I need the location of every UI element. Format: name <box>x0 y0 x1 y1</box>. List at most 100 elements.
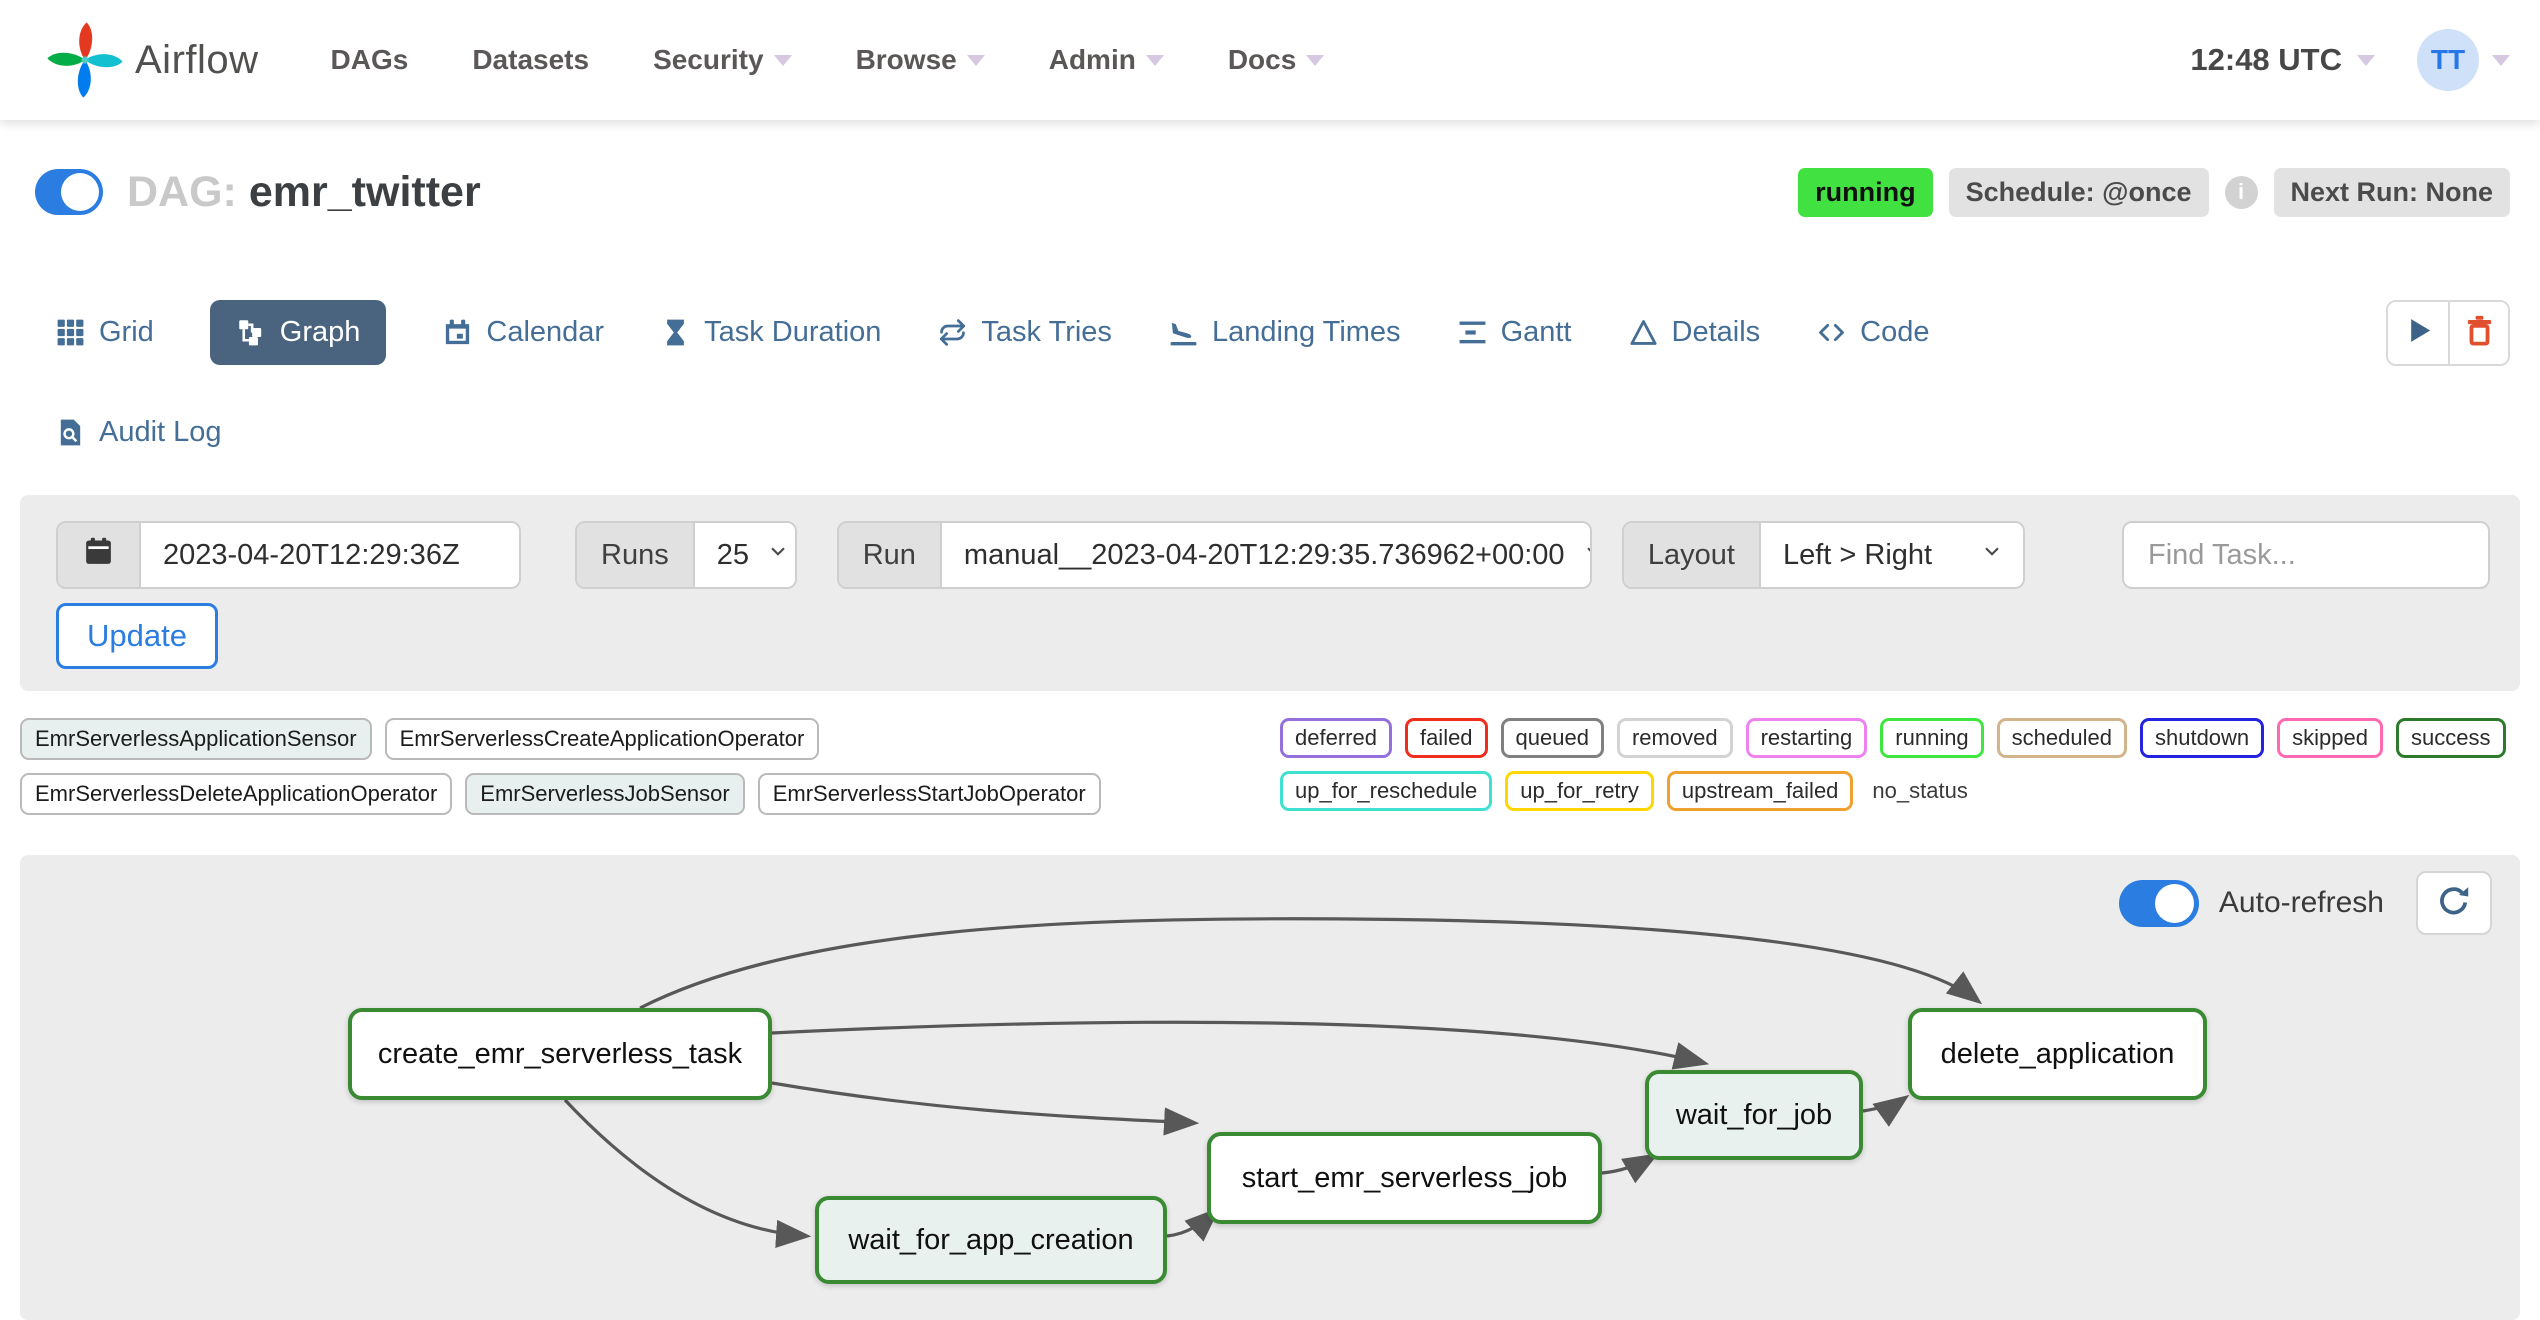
airflow-logo[interactable]: Airflow <box>45 20 259 100</box>
status-badge-up_for_retry[interactable]: up_for_retry <box>1505 771 1654 811</box>
grid-icon <box>55 317 86 348</box>
tab-graph[interactable]: Graph <box>209 300 387 365</box>
repeat-icon <box>937 317 968 348</box>
task-node-create_emr_serverless_task[interactable]: create_emr_serverless_task <box>348 1008 772 1100</box>
calendar-addon[interactable] <box>58 523 141 587</box>
dag-edges <box>563 917 1983 1248</box>
info-icon[interactable]: i <box>2224 175 2258 209</box>
dag-view-tabs-row2: Audit Log <box>55 400 222 465</box>
navbar-right: 12:48 UTC TT <box>2190 29 2510 91</box>
nav-item-label: Browse <box>855 44 957 75</box>
auto-refresh-label: Auto-refresh <box>2218 886 2384 919</box>
tab-label: Grid <box>99 316 154 348</box>
base-date-input[interactable] <box>141 523 519 587</box>
operator-badge[interactable]: EmrServerlessDeleteApplicationOperator <box>20 773 453 815</box>
audit-log-icon <box>55 417 86 448</box>
delete-dag-button[interactable] <box>2448 302 2508 364</box>
status-badge-skipped[interactable]: skipped <box>2277 718 2384 758</box>
tab-label: Gantt <box>1500 316 1572 348</box>
trash-icon <box>2462 313 2497 353</box>
dag-graph-panel: create_emr_serverless_task wait_for_app_c… <box>20 855 2520 1320</box>
tab-calendar[interactable]: Calendar <box>442 300 604 365</box>
edge-create_emr_serverless_task-to-wait_for_job <box>771 1020 1710 1070</box>
nav-item-security[interactable]: Security <box>653 44 792 76</box>
run-label: Run <box>838 523 942 587</box>
tab-landing-times[interactable]: Landing Times <box>1168 300 1401 365</box>
refresh-button[interactable] <box>2416 871 2492 935</box>
tab-gantt[interactable]: Gantt <box>1457 300 1572 365</box>
task-node-label: delete_application <box>1940 1037 2175 1070</box>
tab-label: Graph <box>279 316 361 348</box>
nav-item-label: Docs <box>1227 44 1297 75</box>
nav-item-dags[interactable]: DAGs <box>331 44 409 76</box>
nav-item-admin[interactable]: Admin <box>1049 44 1164 76</box>
dag-view-tabs: Grid Graph Calendar Task Duration Task Tries… <box>55 300 1929 365</box>
auto-refresh-toggle[interactable] <box>2118 879 2199 927</box>
status-label-no-status: no_status <box>1872 778 1968 803</box>
nav-item-label: Security <box>653 44 764 75</box>
run-select[interactable]: manual__2023-04-20T12:29:35.736962+00:00 <box>941 523 1590 587</box>
tab-code[interactable]: Code <box>1816 300 1929 365</box>
tab-grid[interactable]: Grid <box>55 300 154 365</box>
task-node-wait_for_job[interactable]: wait_for_job <box>1645 1070 1863 1160</box>
tab-task-duration[interactable]: Task Duration <box>660 300 881 365</box>
nav-item-docs[interactable]: Docs <box>1227 44 1325 76</box>
runs-select[interactable]: 25 <box>694 523 795 587</box>
task-node-start_emr_serverless_job[interactable]: start_emr_serverless_job <box>1207 1132 1602 1224</box>
caret-down-icon <box>773 54 792 66</box>
status-badge-failed[interactable]: failed <box>1404 718 1488 758</box>
trigger-dag-button[interactable] <box>2388 302 2448 364</box>
operator-badge[interactable]: EmrServerlessJobSensor <box>465 773 745 815</box>
main-nav: DAGs Datasets Security Browse Admin Docs <box>331 44 1325 76</box>
avatar: TT <box>2417 29 2479 91</box>
status-badge-running[interactable]: running <box>1880 718 1984 758</box>
status-badge-removed[interactable]: removed <box>1616 718 1733 758</box>
filter-row: Runs 25 Run manual__2023-04-20T12:29:35.… <box>56 521 2490 589</box>
operator-badge[interactable]: EmrServerlessApplicationSensor <box>20 718 372 760</box>
status-badge-success[interactable]: success <box>2396 718 2506 758</box>
update-button[interactable]: Update <box>56 603 218 669</box>
caret-down-icon <box>2492 54 2510 66</box>
status-badge-restarting[interactable]: restarting <box>1745 718 1868 758</box>
task-node-label: create_emr_serverless_task <box>377 1037 743 1070</box>
caret-down-icon <box>1306 54 1325 66</box>
graph-filter-panel: Runs 25 Run manual__2023-04-20T12:29:35.… <box>20 495 2520 691</box>
chevron-down-icon <box>1581 538 1590 572</box>
status-badge-upstream_failed[interactable]: upstream_failed <box>1666 771 1854 811</box>
runs-value: 25 <box>716 538 749 571</box>
operator-badge[interactable]: EmrServerlessCreateApplicationOperator <box>384 718 820 760</box>
find-task-input[interactable] <box>2122 521 2490 589</box>
runs-label: Runs <box>577 523 695 587</box>
tab-details[interactable]: Details <box>1628 300 1760 365</box>
task-node-delete_application[interactable]: delete_application <box>1908 1008 2207 1100</box>
nav-item-label: Datasets <box>472 44 590 75</box>
user-menu[interactable]: TT <box>2417 29 2510 91</box>
tab-label: Task Duration <box>704 316 882 348</box>
calendar-icon <box>442 317 473 348</box>
edge-wait_for_job-to-delete_application <box>1862 1094 1910 1127</box>
status-badge-deferred[interactable]: deferred <box>1280 718 1392 758</box>
status-badge-queued[interactable]: queued <box>1500 718 1604 758</box>
layout-select[interactable]: Left > Right <box>1760 523 2023 587</box>
tab-label: Audit Log <box>99 416 222 448</box>
status-badge-shutdown[interactable]: shutdown <box>2139 718 2265 758</box>
nav-item-datasets[interactable]: Datasets <box>472 44 589 76</box>
operator-badge[interactable]: EmrServerlessStartJobOperator <box>757 773 1101 815</box>
status-badge-up_for_reschedule[interactable]: up_for_reschedule <box>1280 771 1493 811</box>
task-node-label: start_emr_serverless_job <box>1241 1161 1568 1194</box>
dag-pause-toggle[interactable] <box>35 169 103 215</box>
chevron-down-icon <box>765 538 791 572</box>
task-node-wait_for_app_creation[interactable]: wait_for_app_creation <box>815 1196 1167 1284</box>
status-badge-scheduled[interactable]: scheduled <box>1996 718 2127 758</box>
run-group: Run manual__2023-04-20T12:29:35.736962+0… <box>836 521 1592 589</box>
tab-audit-log[interactable]: Audit Log <box>55 400 222 465</box>
nav-item-browse[interactable]: Browse <box>856 44 985 76</box>
clock-menu[interactable]: 12:48 UTC <box>2190 42 2375 78</box>
tab-task-tries[interactable]: Task Tries <box>937 300 1112 365</box>
schedule-badge: Schedule: @once <box>1948 167 2209 217</box>
caret-down-icon <box>1145 54 1164 66</box>
tab-label: Code <box>1860 316 1930 348</box>
